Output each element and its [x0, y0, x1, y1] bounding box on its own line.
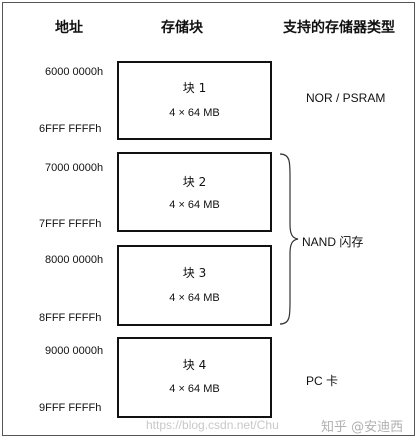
- zhihu-watermark: 知乎 @安迪西: [321, 420, 404, 435]
- block-1-start-address: 6000 0000h: [45, 66, 104, 78]
- type-pc-card: PC 卡: [306, 374, 339, 388]
- block-3-size: 4 × 64 MB: [169, 292, 220, 304]
- block-2-end-address: 7FFF FFFFh: [39, 218, 102, 230]
- memory-block-2: 块 2 4 × 64 MB: [117, 152, 272, 232]
- block-3-end-address: 8FFF FFFFh: [39, 312, 102, 324]
- block-1-end-address: 6FFF FFFFh: [39, 123, 102, 135]
- block-2-start-address: 7000 0000h: [45, 162, 104, 174]
- header-supported-types: 支持的存储器类型: [283, 20, 395, 36]
- block-2-size: 4 × 64 MB: [169, 199, 220, 211]
- memory-block-4: 块 4 4 × 64 MB: [117, 337, 272, 418]
- block-1-title: 块 1: [182, 81, 207, 95]
- block-4-end-address: 9FFF FFFFh: [39, 402, 102, 414]
- type-nor-psram: NOR / PSRAM: [306, 91, 386, 105]
- header-address: 地址: [55, 20, 83, 36]
- block-4-size: 4 × 64 MB: [169, 383, 220, 395]
- block-3-start-address: 8000 0000h: [45, 254, 104, 266]
- memory-block-3: 块 3 4 × 64 MB: [117, 245, 272, 326]
- type-nand-flash: NAND 闪存: [302, 235, 364, 249]
- block-4-title: 块 4: [182, 358, 207, 372]
- block-3-title: 块 3: [182, 266, 207, 280]
- csdn-watermark: https://blog.csdn.net/Chu: [146, 418, 279, 432]
- nand-brace-icon: [279, 153, 299, 325]
- diagram-frame: [2, 2, 415, 436]
- memory-block-1: 块 1 4 × 64 MB: [117, 61, 272, 140]
- block-2-title: 块 2: [182, 175, 207, 189]
- block-4-start-address: 9000 0000h: [45, 345, 104, 357]
- block-1-size: 4 × 64 MB: [169, 107, 220, 119]
- header-memory-block: 存储块: [161, 20, 203, 36]
